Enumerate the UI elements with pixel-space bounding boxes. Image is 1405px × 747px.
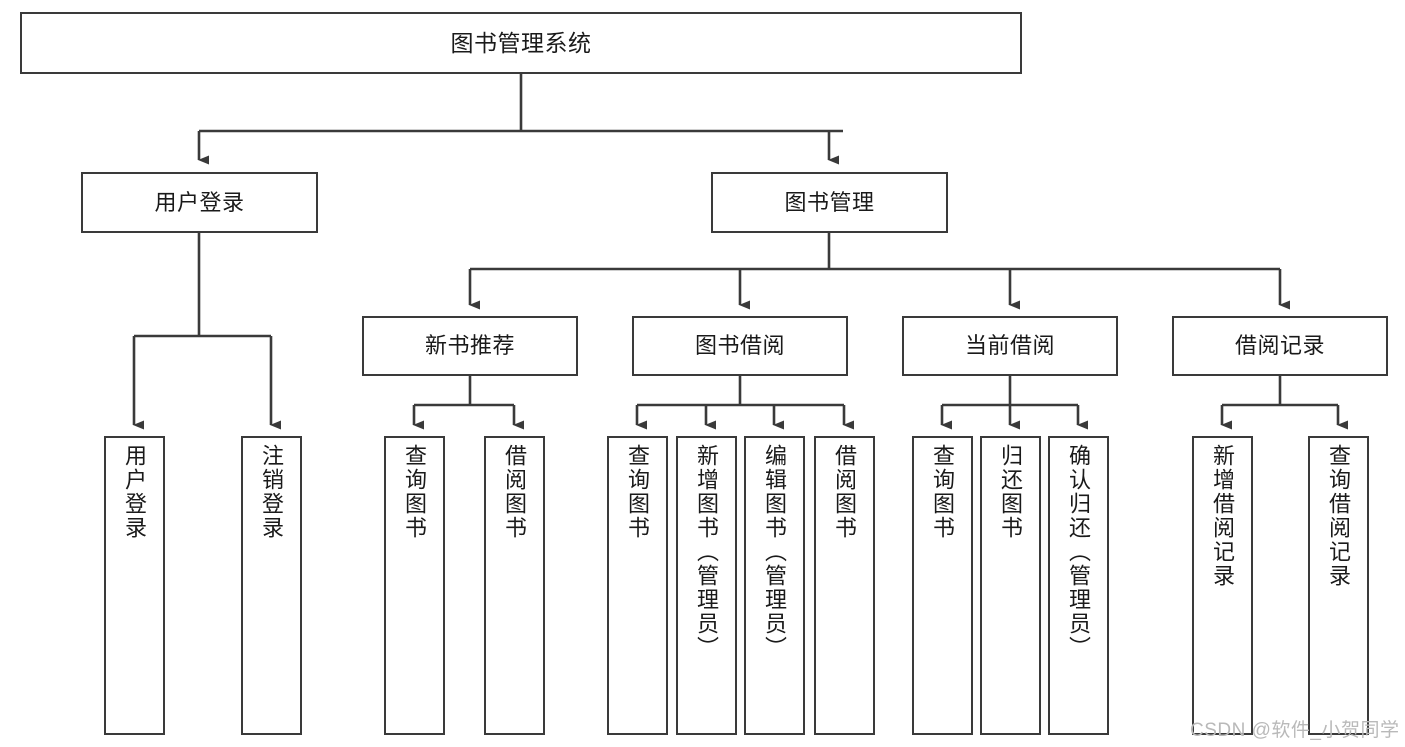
node-leaf-borrow-book-1-label: 借阅图书	[502, 444, 528, 540]
node-new-book-rec[interactable]: 新书推荐	[362, 316, 578, 376]
node-user-login-label: 用户登录	[154, 189, 245, 215]
node-leaf-borrow-book-2[interactable]: 借阅图书	[814, 436, 875, 735]
node-leaf-add-record-label: 新增借阅记录	[1210, 444, 1236, 588]
node-book-manage[interactable]: 图书管理	[711, 172, 948, 233]
node-leaf-borrow-book-1[interactable]: 借阅图书	[484, 436, 545, 735]
node-root[interactable]: 图书管理系统	[20, 12, 1022, 74]
node-root-label: 图书管理系统	[450, 29, 592, 56]
node-leaf-query-book-3[interactable]: 查询图书	[912, 436, 973, 735]
node-leaf-add-record[interactable]: 新增借阅记录	[1192, 436, 1253, 735]
node-book-manage-label: 图书管理	[784, 189, 875, 215]
node-leaf-query-record-label: 查询借阅记录	[1326, 444, 1352, 588]
node-leaf-edit-book-label: 编辑图书（管理员）	[762, 444, 788, 660]
node-current-borrow-label: 当前借阅	[964, 333, 1055, 359]
node-new-book-rec-label: 新书推荐	[424, 333, 515, 359]
node-borrow-record[interactable]: 借阅记录	[1172, 316, 1388, 376]
node-leaf-confirm-return-label: 确认归还（管理员）	[1066, 444, 1092, 660]
node-leaf-user-login-label: 用户登录	[122, 444, 148, 540]
node-leaf-logout-label: 注销登录	[259, 444, 285, 540]
node-leaf-add-book[interactable]: 新增图书（管理员）	[676, 436, 737, 735]
node-leaf-borrow-book-2-label: 借阅图书	[832, 444, 858, 540]
node-book-borrow[interactable]: 图书借阅	[632, 316, 848, 376]
node-leaf-edit-book[interactable]: 编辑图书（管理员）	[744, 436, 805, 735]
watermark-text: CSDN @软件_小贺同学	[1190, 720, 1400, 741]
node-leaf-query-book-2[interactable]: 查询图书	[607, 436, 668, 735]
node-leaf-return-book-label: 归还图书	[998, 444, 1024, 540]
node-leaf-logout[interactable]: 注销登录	[241, 436, 302, 735]
node-leaf-return-book[interactable]: 归还图书	[980, 436, 1041, 735]
node-leaf-query-book-2-label: 查询图书	[625, 444, 651, 540]
node-current-borrow[interactable]: 当前借阅	[902, 316, 1118, 376]
node-leaf-query-book-3-label: 查询图书	[930, 444, 956, 540]
node-leaf-query-book-1[interactable]: 查询图书	[384, 436, 445, 735]
node-leaf-confirm-return[interactable]: 确认归还（管理员）	[1048, 436, 1109, 735]
node-leaf-query-book-1-label: 查询图书	[402, 444, 428, 540]
node-leaf-user-login[interactable]: 用户登录	[104, 436, 165, 735]
node-user-login[interactable]: 用户登录	[81, 172, 318, 233]
node-leaf-query-record[interactable]: 查询借阅记录	[1308, 436, 1369, 735]
node-borrow-record-label: 借阅记录	[1234, 333, 1325, 359]
node-book-borrow-label: 图书借阅	[694, 333, 785, 359]
node-leaf-add-book-label: 新增图书（管理员）	[694, 444, 720, 660]
